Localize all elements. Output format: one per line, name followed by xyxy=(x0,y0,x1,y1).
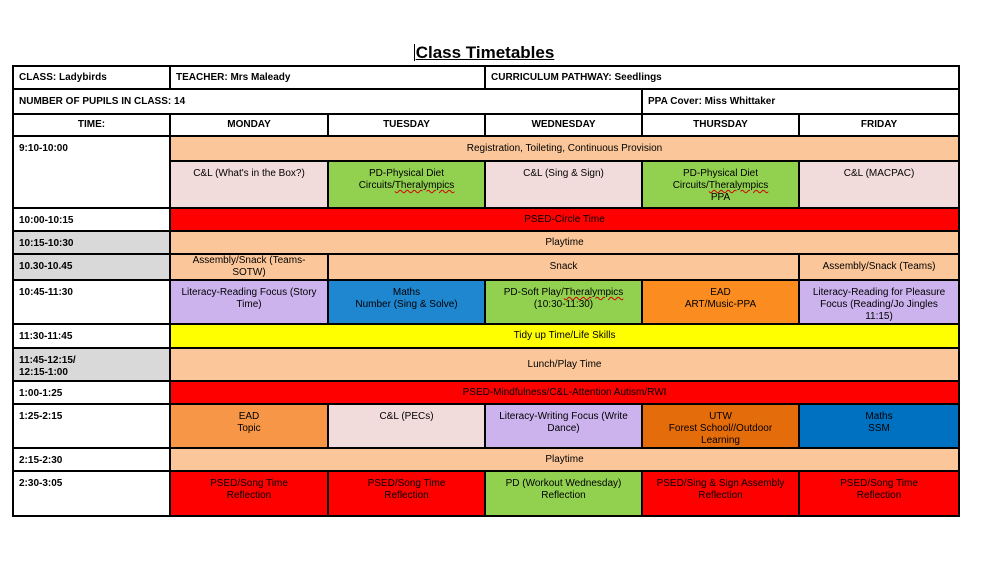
time-cell: 2:15-2:30 xyxy=(12,447,171,472)
lunch-banner: Lunch/Play Time xyxy=(168,347,961,382)
timetable-row: 10:45-11:30 Literacy-Reading Focus (Stor… xyxy=(12,279,961,325)
timetable-row: C&L (What's in the Box?) PD-Physical Die… xyxy=(13,160,961,209)
friday-session: Assembly/Snack (Teams) xyxy=(797,253,961,281)
time-cell: 10:15-10:30 xyxy=(12,230,171,255)
day-header-tuesday: TUESDAY xyxy=(327,113,486,137)
wednesday-session: C&L (Sing & Sign) xyxy=(484,160,643,209)
circle-time-banner: PSED-Circle Time xyxy=(168,207,961,232)
timetable-row: 11:30-11:45 Tidy up Time/Life Skills xyxy=(12,323,961,349)
ppa-cover-cell: PPA Cover: Miss Whittaker xyxy=(640,88,961,115)
tuesday-session: C&L (PECs) xyxy=(327,403,486,449)
mindfulness-banner: PSED-Mindfulness/C&L-Attention Autism/RW… xyxy=(168,380,961,405)
time-cell: 11:30-11:45 xyxy=(12,323,171,349)
timetable-row: 10:15-10:30 Playtime xyxy=(12,230,961,255)
time-cell: 1:25-2:15 xyxy=(12,403,171,449)
page-title-text: Class Timetables xyxy=(415,43,555,62)
playtime-banner: Playtime xyxy=(168,230,961,255)
wednesday-session: Literacy-Writing Focus (Write Dance) xyxy=(484,403,643,449)
timetable-row: 11:45-12:15/12:15-1:00 Lunch/Play Time xyxy=(12,347,961,382)
info-row-2: NUMBER OF PUPILS IN CLASS: 14 PPA Cover:… xyxy=(12,88,961,115)
playtime-banner: Playtime xyxy=(168,447,961,472)
pathway-cell: CURRICULUM PATHWAY: Seedlings xyxy=(483,65,961,90)
timetable-row: 2:15-2:30 Playtime xyxy=(12,447,961,472)
time-cell: 10:00-10:15 xyxy=(12,207,171,232)
pupils-cell: NUMBER OF PUPILS IN CLASS: 14 xyxy=(12,88,643,115)
timetable-row: 10.30-10.45 Assembly/Snack (Teams-SOTW) … xyxy=(12,253,961,281)
time-cell: 1:00-1:25 xyxy=(12,380,171,405)
registration-banner: Registration, Toileting, Continuous Prov… xyxy=(168,135,961,162)
class-cell: CLASS: Ladybirds xyxy=(12,65,171,90)
friday-session: C&L (MACPAC) xyxy=(797,160,961,209)
monday-session: Literacy-Reading Focus (Story Time) xyxy=(169,279,329,325)
text-cursor xyxy=(413,44,415,61)
monday-session: Assembly/Snack (Teams-SOTW) xyxy=(169,253,329,281)
timetable-row: 9:10-10:00 Registration, Toileting, Cont… xyxy=(12,135,961,209)
wednesday-session: PD (Workout Wednesday)Reflection xyxy=(484,470,643,517)
snack-banner: Snack xyxy=(327,253,800,281)
time-header: TIME: xyxy=(12,113,171,137)
day-header-thursday: THURSDAY xyxy=(641,113,800,137)
tidy-up-banner: Tidy up Time/Life Skills xyxy=(168,323,961,349)
timetable-row: 1:00-1:25 PSED-Mindfulness/C&L-Attention… xyxy=(12,380,961,405)
info-row-1: CLASS: Ladybirds TEACHER: Mrs Maleady CU… xyxy=(12,65,961,90)
monday-session: C&L (What's in the Box?) xyxy=(169,160,329,209)
time-cell: 10.30-10.45 xyxy=(12,253,171,281)
teacher-cell: TEACHER: Mrs Maleady xyxy=(169,65,486,90)
wednesday-session: PD-Soft Play/Theralympics(10:30-11:30) xyxy=(484,279,643,325)
time-cell: 2:30-3:05 xyxy=(12,470,171,517)
timetable: CLASS: Ladybirds TEACHER: Mrs Maleady CU… xyxy=(12,65,961,517)
timetable-row: 10:00-10:15 PSED-Circle Time xyxy=(12,207,961,232)
time-cell: 9:10-10:00 xyxy=(12,135,171,209)
header-row: TIME: MONDAY TUESDAY WEDNESDAY THURSDAY … xyxy=(12,113,961,137)
day-header-monday: MONDAY xyxy=(169,113,329,137)
day-header-wednesday: WEDNESDAY xyxy=(484,113,643,137)
time-cell: 11:45-12:15/12:15-1:00 xyxy=(12,347,171,382)
day-header-friday: FRIDAY xyxy=(797,113,961,137)
time-cell: 10:45-11:30 xyxy=(12,279,171,325)
page-title: Class Timetables xyxy=(0,43,968,63)
